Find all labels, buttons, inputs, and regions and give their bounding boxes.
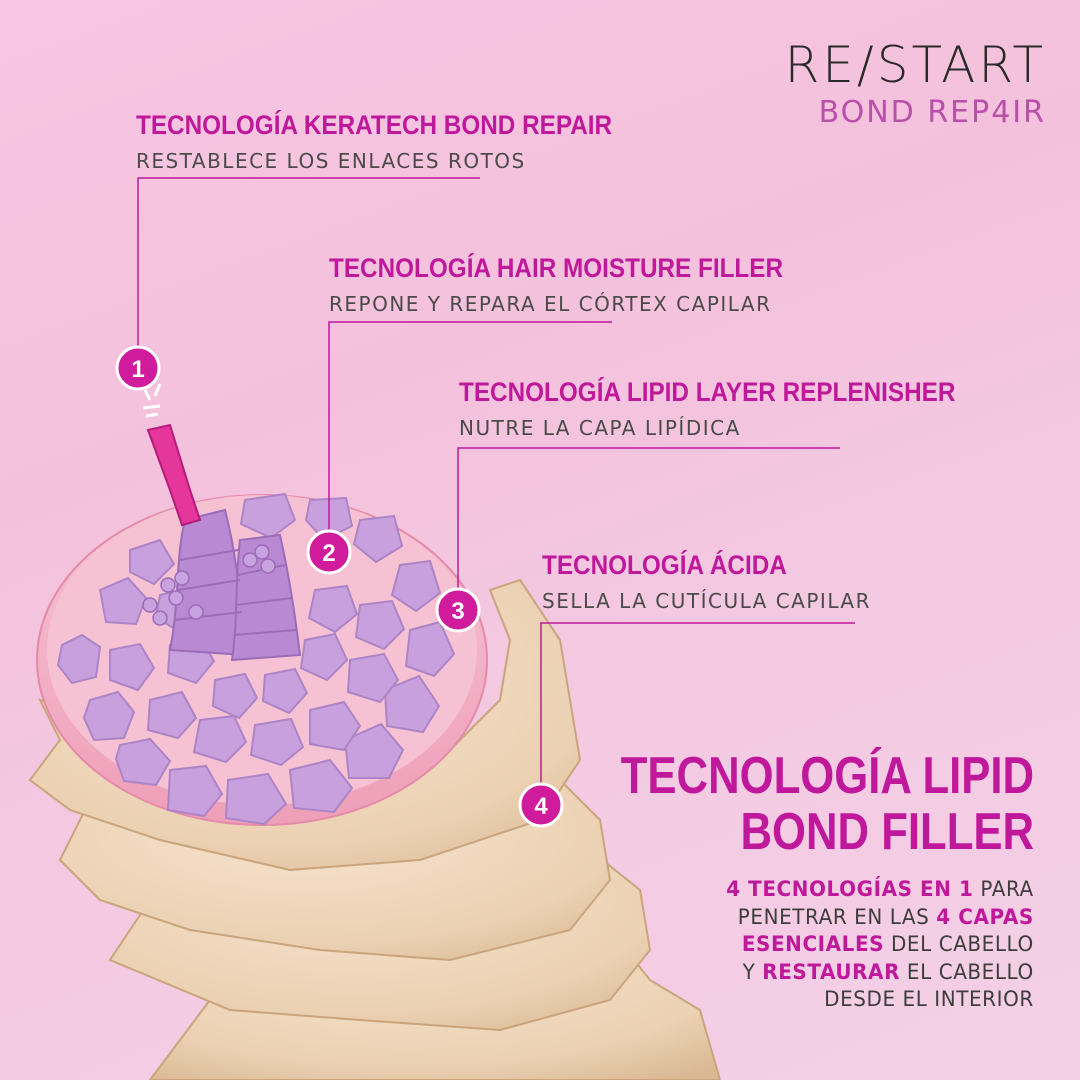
body-copy: 4 TECNOLOGÍAS EN 1 PARA PENETRAR EN LAS …	[726, 876, 1034, 1014]
tech-description: NUTRE LA CAPA LIPÍDICA	[459, 416, 741, 440]
badge-2: 2	[306, 529, 352, 575]
body-text-1: PARA	[973, 877, 1034, 901]
brand-logo: RE/START BOND REP4IR	[785, 40, 1046, 128]
headline-line-2: BOND FILLER	[740, 803, 1034, 861]
badge-4: 4	[518, 782, 564, 828]
badge-3: 3	[435, 587, 481, 633]
badge-1: 1	[115, 345, 161, 391]
tech-title: TECNOLOGÍA ÁCIDA	[542, 550, 787, 580]
leader-lines	[137, 177, 855, 805]
body-text-2: PENETRAR EN LAS	[738, 904, 937, 929]
tech-title: TECNOLOGÍA LIPID LAYER REPLENISHER	[459, 377, 956, 407]
body-text-4b: EL CABELLO	[900, 959, 1034, 984]
body-text-4: Y	[742, 959, 763, 984]
bond-molecule	[142, 383, 202, 527]
body-bold-1: 4 TECNOLOGÍAS EN 1	[726, 877, 974, 901]
body-text-3: DEL CABELLO	[884, 932, 1034, 956]
tech-callout-4: TECNOLOGÍA ÁCIDA SELLA LA CUTÍCULA CAPIL…	[542, 550, 871, 613]
cortex-cells	[56, 492, 456, 826]
body-text-5: DESDE EL INTERIOR	[824, 987, 1034, 1011]
headline: TECNOLOGÍA LIPID BOND FILLER	[621, 748, 1034, 860]
cortex-fibrils	[142, 508, 302, 662]
svg-text:4: 4	[534, 793, 548, 820]
tech-title: TECNOLOGÍA KERATECH BOND REPAIR	[136, 110, 613, 140]
tech-title: TECNOLOGÍA HAIR MOISTURE FILLER	[329, 253, 784, 283]
brand-line: BOND REP4IR	[818, 95, 1046, 130]
svg-text:2: 2	[322, 540, 335, 567]
number-badges: 1 2 3 4	[115, 345, 564, 828]
tech-description: REPONE Y REPARA EL CÓRTEX CAPILAR	[329, 292, 772, 316]
tech-callout-2: TECNOLOGÍA HAIR MOISTURE FILLER REPONE Y…	[329, 253, 833, 316]
svg-text:1: 1	[131, 356, 144, 383]
tech-callout-1: TECNOLOGÍA KERATECH BOND REPAIR RESTABLE…	[136, 110, 665, 173]
body-bold-3: ESENCIALES	[742, 932, 885, 956]
tech-callout-3: TECNOLOGÍA LIPID LAYER REPLENISHER NUTRE…	[459, 377, 1011, 440]
tech-description: SELLA LA CUTÍCULA CAPILAR	[542, 589, 872, 613]
brand-name: RE/START	[784, 36, 1046, 94]
body-bold-2: 4 CAPAS	[936, 904, 1034, 929]
headline-line-1: TECNOLOGÍA LIPID	[620, 747, 1034, 805]
tech-description: RESTABLECE LOS ENLACES ROTOS	[136, 149, 526, 173]
body-bold-4: RESTAURAR	[762, 959, 901, 984]
svg-text:3: 3	[451, 598, 464, 625]
